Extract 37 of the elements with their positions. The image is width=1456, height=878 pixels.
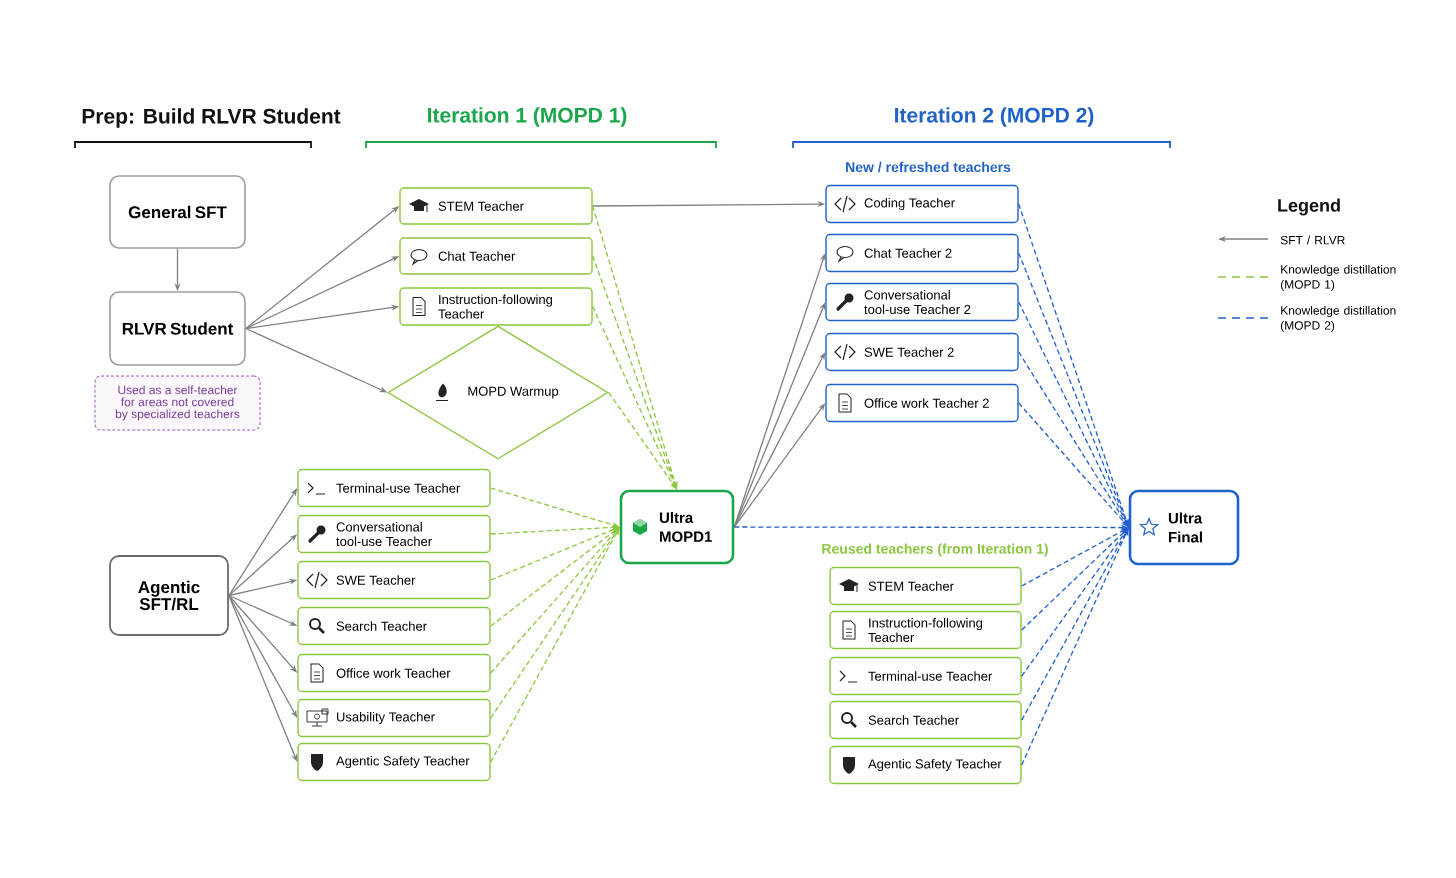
model-box: Ultra MOPD1 [619, 489, 735, 565]
teacher-box: SWE Teacher 2 [825, 332, 1019, 372]
teacher-box: Office work Teacher 2 [825, 383, 1019, 423]
teacher-box: Conversational tool-use Teacher [297, 514, 491, 554]
arrow [228, 594, 298, 718]
teacher-box: Chat Teacher 2 [825, 233, 1019, 273]
stage-box: Agentic SFT/RL [109, 555, 229, 636]
teacher-box: Agentic Safety Teacher [297, 742, 491, 782]
teacher-box: Search Teacher [829, 700, 1022, 740]
section-heading: Iteration 2 (MOPD 2) [895, 107, 1094, 127]
legend-label: Knowledge distillation (MOPD 2) [1280, 305, 1396, 333]
group-heading: Reused teachers (from Iteration 1) [822, 543, 1048, 557]
legend-label: SFT / RLVR [1280, 235, 1345, 245]
teacher-box: Terminal-use Teacher [829, 656, 1022, 696]
dashed-arrow [490, 527, 620, 674]
legend-heading: Legend [1278, 198, 1340, 216]
teacher-box: Terminal-use Teacher [297, 468, 491, 508]
teacher-box: Coding Teacher [825, 184, 1019, 224]
teacher-box: Office work Teacher [297, 653, 491, 693]
teacher-box: SWE Teacher [297, 560, 491, 600]
stage-box: General SFT [109, 175, 246, 249]
stage-box: RLVR Student [109, 291, 246, 366]
teacher-box: Usability Teacher [297, 698, 491, 738]
section-heading: Prep: Build RLVR Student [82, 108, 341, 128]
legend-label: Knowledge distillation (MOPD 1) [1280, 264, 1396, 292]
teacher-box: Conversational tool-use Teacher 2 [825, 282, 1019, 322]
section-heading: Iteration 1 (MOPD 1) [428, 107, 627, 127]
teacher-box: STEM Teacher [829, 566, 1022, 606]
model-box: Ultra Final [1128, 489, 1240, 566]
teacher-box: Instruction-following Teacher [829, 610, 1022, 650]
teacher-box: Agentic Safety Teacher [829, 745, 1022, 785]
note-box: Used as a self-teacher for areas not covered by specialized teachers [94, 375, 261, 431]
dashed-arrow [490, 527, 620, 719]
teacher-box: Instruction-following Teacher [399, 287, 593, 326]
teacher-box: Search Teacher [297, 606, 491, 646]
teacher-box: STEM Teacher [399, 187, 593, 225]
teacher-box: Chat Teacher [399, 237, 593, 275]
